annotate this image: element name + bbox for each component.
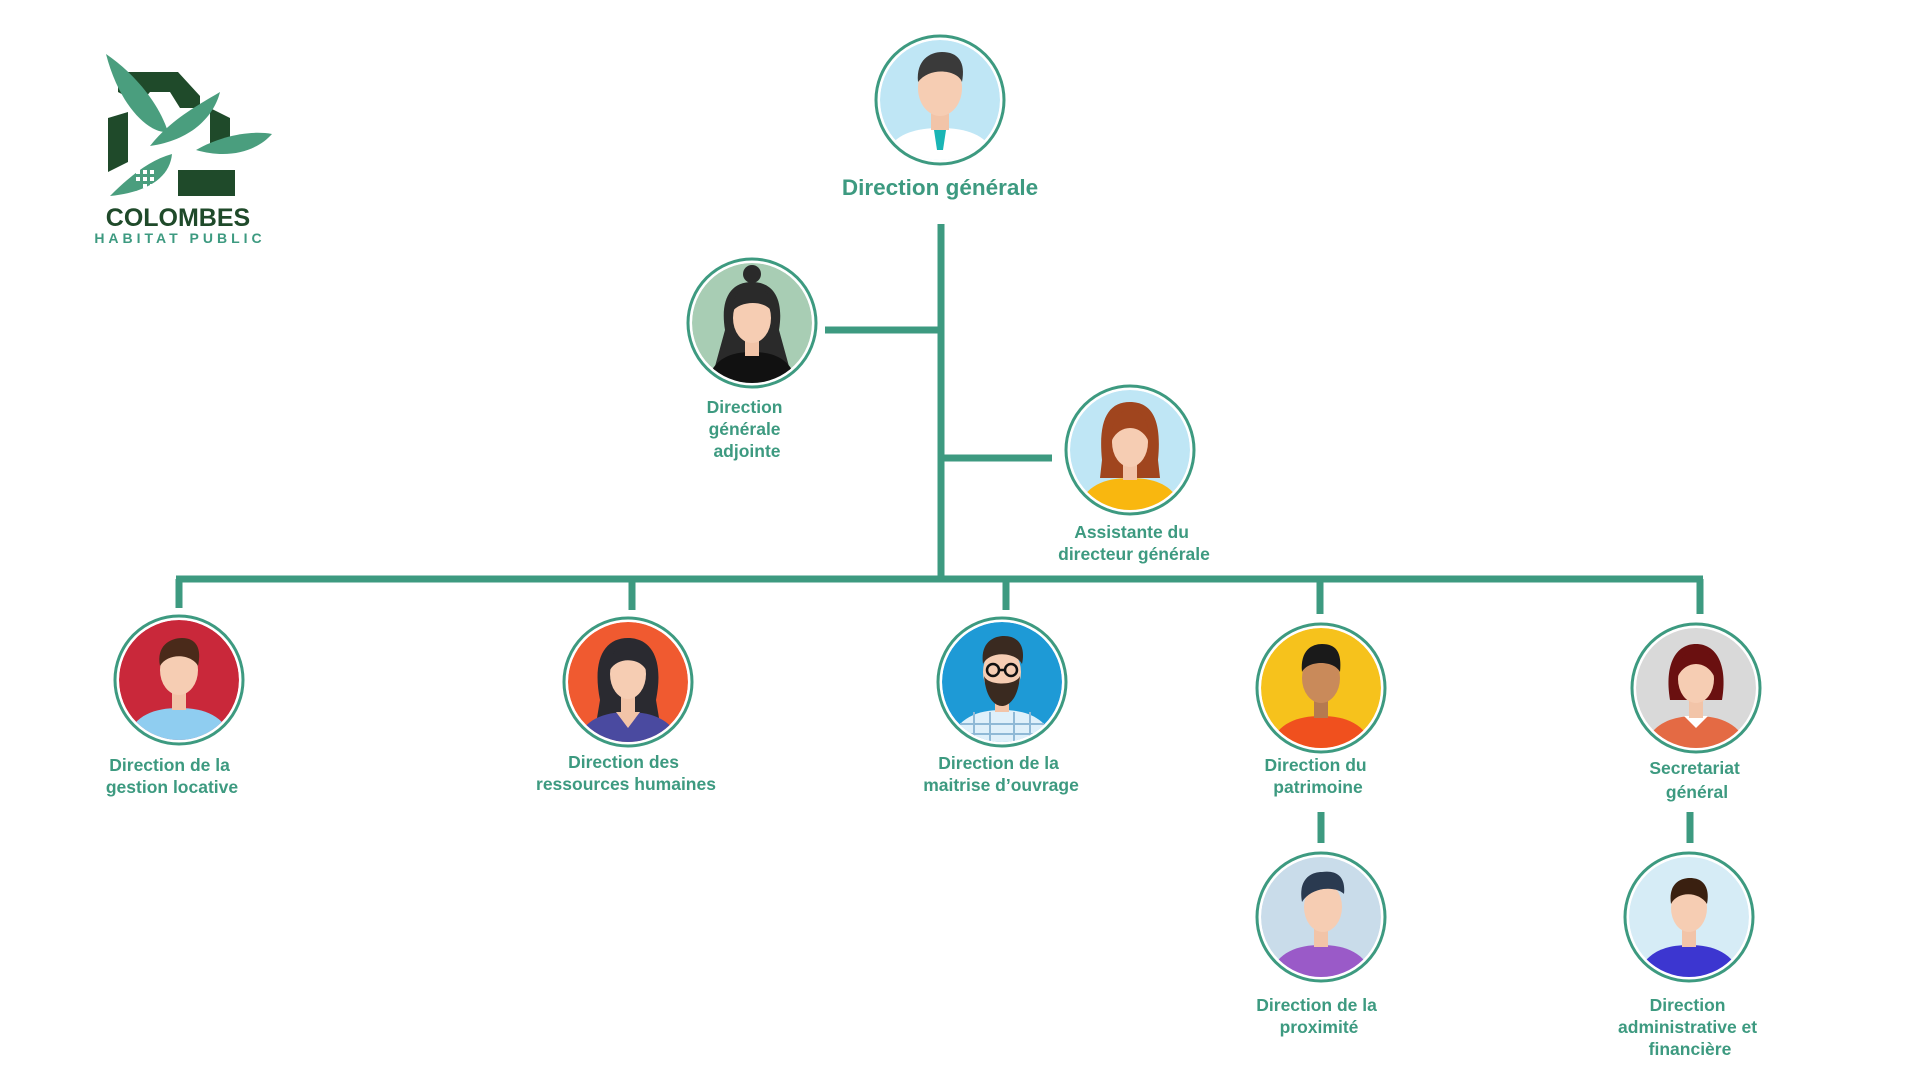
node-gestion-locative: Direction de la gestion locative bbox=[106, 614, 245, 797]
man-with-tie-avatar-icon bbox=[874, 34, 1006, 166]
node-label: Direction de la maitrise d’ouvrage bbox=[923, 753, 1079, 795]
node-secretariat-general: Secretariat général bbox=[1630, 622, 1762, 802]
colombes-logo: COLOMBES HABITAT PUBLIC bbox=[94, 54, 272, 246]
node-patrimoine: Direction du patrimoine bbox=[1255, 622, 1387, 797]
woman-bob-hair-avatar-icon bbox=[1630, 622, 1762, 754]
logo-mark-icon bbox=[106, 54, 272, 196]
man-blue-shirt-avatar-icon bbox=[113, 614, 245, 746]
logo-subtitle: HABITAT PUBLIC bbox=[94, 230, 265, 246]
node-label: Secretariat général bbox=[1649, 758, 1744, 802]
man-beard-glasses-avatar-icon bbox=[936, 616, 1068, 748]
man-purple-shirt-avatar-icon bbox=[1255, 851, 1387, 983]
node-maitrise-ouvrage: Direction de la maitrise d’ouvrage bbox=[923, 616, 1079, 795]
woman-auburn-hair-avatar-icon bbox=[1064, 384, 1196, 516]
node-direction-generale-adjointe: Direction générale adjointe bbox=[686, 257, 818, 461]
node-assistante: Assistante du directeur générale bbox=[1058, 384, 1210, 564]
connector-lines bbox=[175, 224, 1704, 843]
woman-long-hair-avatar-icon bbox=[562, 616, 694, 748]
node-label: Direction générale bbox=[842, 175, 1038, 200]
woman-hair-bun-avatar-icon bbox=[686, 257, 818, 389]
node-label: Direction générale adjointe bbox=[707, 397, 788, 461]
man-indigo-shirt-avatar-icon bbox=[1623, 851, 1755, 983]
node-administrative-financiere: Direction administrative et financière bbox=[1618, 851, 1762, 1059]
node-label: Direction de la gestion locative bbox=[106, 755, 239, 797]
man-orange-shirt-avatar-icon bbox=[1255, 622, 1387, 754]
node-label: Direction de la proximité bbox=[1256, 995, 1381, 1037]
logo-title: COLOMBES bbox=[106, 204, 250, 232]
node-label: Direction du patrimoine bbox=[1265, 755, 1372, 797]
node-label: Direction administrative et financière bbox=[1618, 995, 1762, 1059]
node-label: Direction des ressources humaines bbox=[536, 752, 716, 794]
node-direction-generale: Direction générale bbox=[842, 34, 1038, 200]
node-label: Assistante du directeur générale bbox=[1058, 522, 1210, 564]
node-proximite: Direction de la proximité bbox=[1255, 851, 1387, 1037]
node-ressources-humaines: Direction des ressources humaines bbox=[536, 616, 716, 794]
